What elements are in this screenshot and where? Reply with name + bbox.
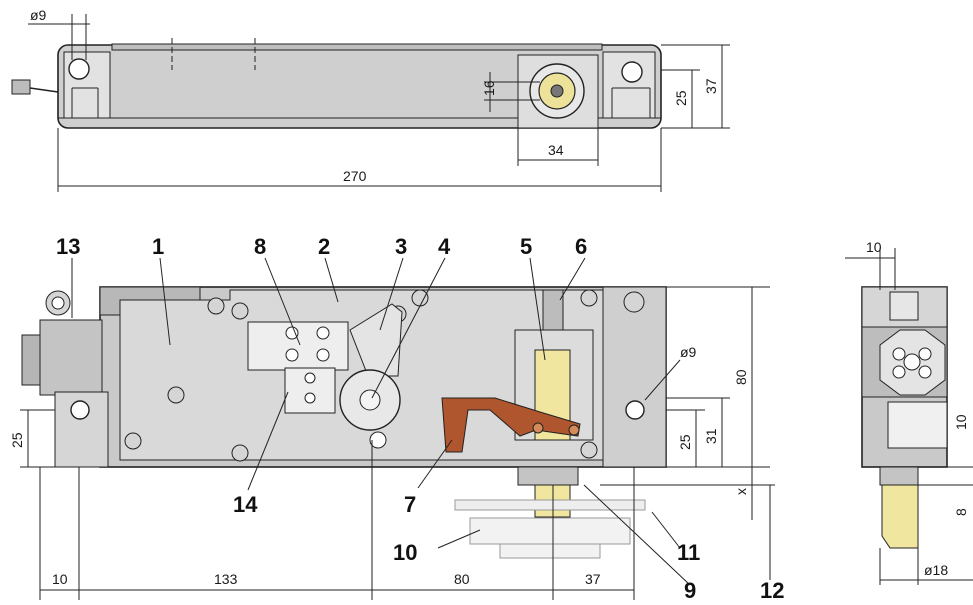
- front-dim-31: 31: [703, 428, 719, 444]
- front-dim-80: 80: [454, 571, 470, 587]
- front-terminal-block-8: [247, 321, 349, 371]
- top-view-right-hole: [621, 61, 643, 83]
- callout-4: 4: [438, 234, 451, 259]
- top-dim-25-label: 25: [673, 90, 689, 106]
- front-spring: [542, 289, 564, 331]
- top-view-cable-clamp: [11, 79, 31, 95]
- side-dim-hole-18: ø18: [924, 562, 948, 578]
- callout-14: 14: [233, 492, 258, 517]
- top-view: ø9 16 34 25 37 270: [11, 7, 730, 192]
- callout-8: 8: [254, 234, 266, 259]
- front-dim-37: 37: [585, 571, 601, 587]
- front-left-ear: [54, 391, 109, 468]
- side-dim-10-vertical: 10: [953, 414, 969, 430]
- front-left-hole: [70, 400, 90, 420]
- top-dim-270-label: 270: [343, 168, 367, 184]
- front-cable-gland: [39, 319, 103, 396]
- front-view: 13 1 8 2 3 4 5 6 14 7 10 11 9 12 25 ø9 2…: [9, 234, 784, 603]
- callout-11: 11: [677, 540, 700, 565]
- front-dim-133: 133: [214, 571, 238, 587]
- front-actuator-plate-11: [454, 499, 646, 511]
- front-stem-base: [517, 466, 579, 486]
- front-dim-x: x: [733, 488, 749, 495]
- top-dim-16-label: 16: [481, 80, 497, 96]
- callout-7: 7: [404, 492, 416, 517]
- callout-1: 1: [152, 234, 164, 259]
- front-dim-right-25: 25: [677, 434, 693, 450]
- callout-10: 10: [393, 540, 417, 565]
- side-plunger: [881, 484, 919, 549]
- front-dim-80-vertical: 80: [733, 369, 749, 385]
- callout-13: 13: [56, 234, 80, 259]
- front-dim-10: 10: [52, 571, 68, 587]
- callout-9: 9: [684, 578, 696, 603]
- callout-3: 3: [395, 234, 407, 259]
- side-view: 10 10 8 ø18: [845, 239, 973, 585]
- callout-12: 12: [760, 578, 784, 603]
- top-view-left-hole: [68, 58, 90, 80]
- side-dim-10-top: 10: [866, 239, 882, 255]
- side-dim-8-vertical: 8: [953, 508, 969, 516]
- front-actuator-plate-10: [469, 517, 631, 545]
- top-dim-34-label: 34: [548, 142, 564, 158]
- top-view-cover-strip: [111, 43, 603, 51]
- top-dim-hole-label: ø9: [30, 7, 47, 23]
- top-dim-37-label: 37: [703, 78, 719, 94]
- front-dim-hole: ø9: [680, 344, 697, 360]
- front-right-ear: [602, 286, 667, 468]
- front-dim-left-25: 25: [9, 432, 25, 448]
- top-view-knob-center: [550, 84, 564, 98]
- callout-5: 5: [520, 234, 532, 259]
- front-contact-lever: [441, 397, 581, 453]
- callout-2: 2: [318, 234, 330, 259]
- callout-6: 6: [575, 234, 587, 259]
- front-right-hole: [625, 400, 645, 420]
